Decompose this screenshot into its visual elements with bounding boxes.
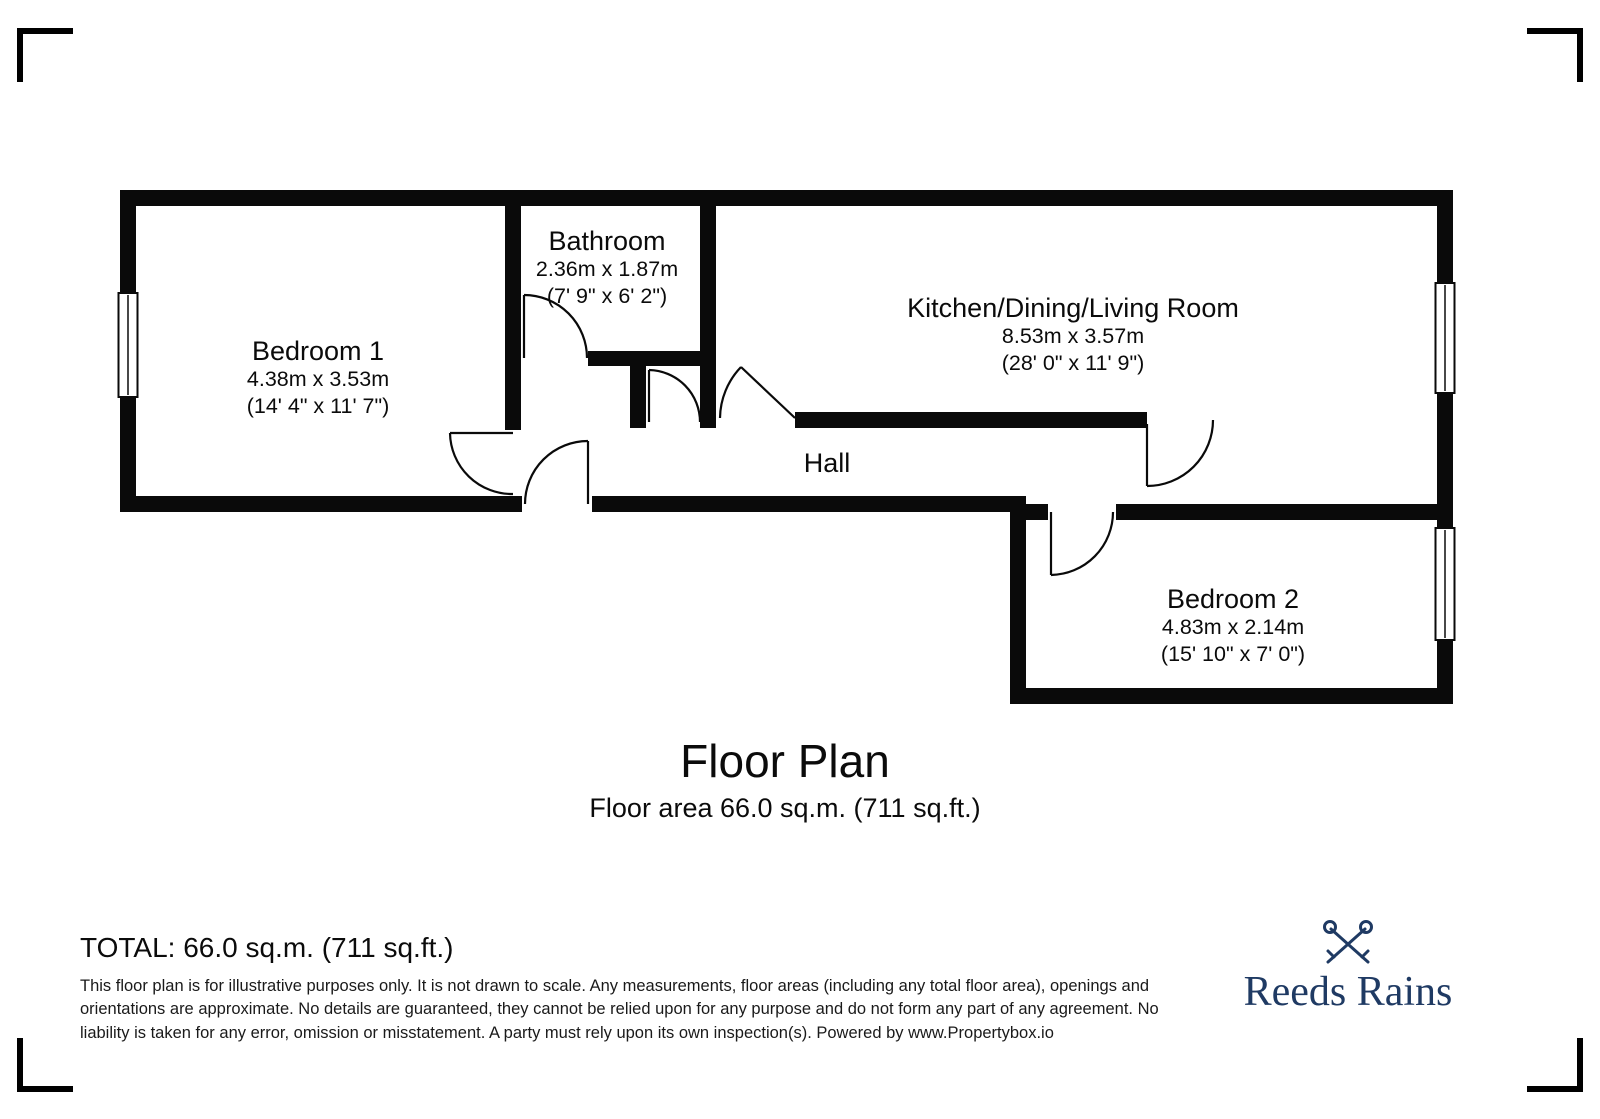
room-name: Hall	[803, 448, 851, 478]
room-dims-metric: 4.38m x 3.53m	[246, 367, 390, 391]
doors	[448, 293, 1215, 577]
room-dims-metric: 4.83m x 2.14m	[1161, 615, 1305, 639]
brand-logo: Reeds Rains	[1208, 918, 1488, 1014]
brand-name: Reeds Rains	[1243, 969, 1453, 1015]
crop-mark-top-left	[17, 28, 73, 82]
wall-bed2-top-b	[1116, 504, 1437, 520]
wall-bed2-bottom	[1010, 688, 1453, 704]
door-entrance	[523, 439, 590, 505]
room-dims-metric: 2.36m x 1.87m	[535, 257, 679, 281]
room-label-bedroom2: Bedroom 2 4.83m x 2.14m (15' 10" x 7' 0"…	[1161, 584, 1305, 668]
crop-mark-bottom-right	[1527, 1038, 1583, 1092]
window-kitchen	[1434, 282, 1456, 394]
room-name: Bedroom 2	[1166, 584, 1300, 614]
room-dims-imperial: (15' 10" x 7' 0")	[1160, 642, 1306, 666]
crop-mark-top-right	[1527, 28, 1583, 82]
room-name: Bedroom 1	[251, 336, 385, 366]
wall-bed2-top-a	[1026, 504, 1048, 520]
door-bathroom	[522, 293, 589, 359]
room-label-bathroom: Bathroom 2.36m x 1.87m (7' 9" x 6' 2")	[536, 226, 678, 310]
wall-bed2-left	[1010, 504, 1026, 704]
door-kitchen-left	[718, 366, 796, 419]
wall-bottom-left	[120, 496, 522, 512]
wall-hall-kitchen	[795, 412, 1147, 428]
room-label-hall: Hall	[804, 448, 851, 478]
page-title: Floor Plan	[680, 735, 890, 787]
crop-mark-bottom-left	[17, 1038, 73, 1092]
room-label-bedroom1: Bedroom 1 4.38m x 3.53m (14' 4" x 11' 7"…	[247, 336, 390, 420]
room-dims-imperial: (28' 0" x 11' 9")	[1001, 351, 1145, 375]
door-kitchen-right	[1145, 419, 1215, 488]
floor-area-subtitle: Floor area 66.0 sq.m. (711 sq.ft.)	[589, 793, 981, 823]
room-dims-metric: 8.53m x 3.57m	[1001, 324, 1145, 348]
wall-cupboard-stub	[630, 366, 646, 428]
total-area-text: TOTAL: 66.0 sq.m. (711 sq.ft.)	[80, 932, 454, 963]
wall-bathroom-bottom	[588, 351, 716, 366]
wall-bottom-mid	[592, 496, 1026, 512]
crossed-keys-icon	[1323, 920, 1373, 964]
disclaimer-text: This floor plan is for illustrative purp…	[80, 977, 1159, 1042]
window-bedroom2	[1434, 527, 1456, 641]
room-name: Kitchen/Dining/Living Room	[907, 293, 1239, 323]
room-dims-imperial: (14' 4" x 11' 7")	[246, 394, 390, 418]
windows	[117, 282, 1456, 641]
door-cupboard	[647, 368, 702, 423]
door-bedroom1	[448, 431, 514, 496]
room-dims-imperial: (7' 9" x 6' 2")	[546, 284, 668, 308]
window-bedroom1	[117, 292, 139, 398]
door-bedroom2	[1049, 511, 1115, 577]
wall-bathroom-left	[505, 190, 521, 430]
room-label-kitchen: Kitchen/Dining/Living Room 8.53m x 3.57m…	[907, 293, 1239, 377]
wall-top	[120, 190, 1453, 206]
wall-bathroom-right	[700, 190, 716, 428]
room-name: Bathroom	[548, 226, 666, 256]
